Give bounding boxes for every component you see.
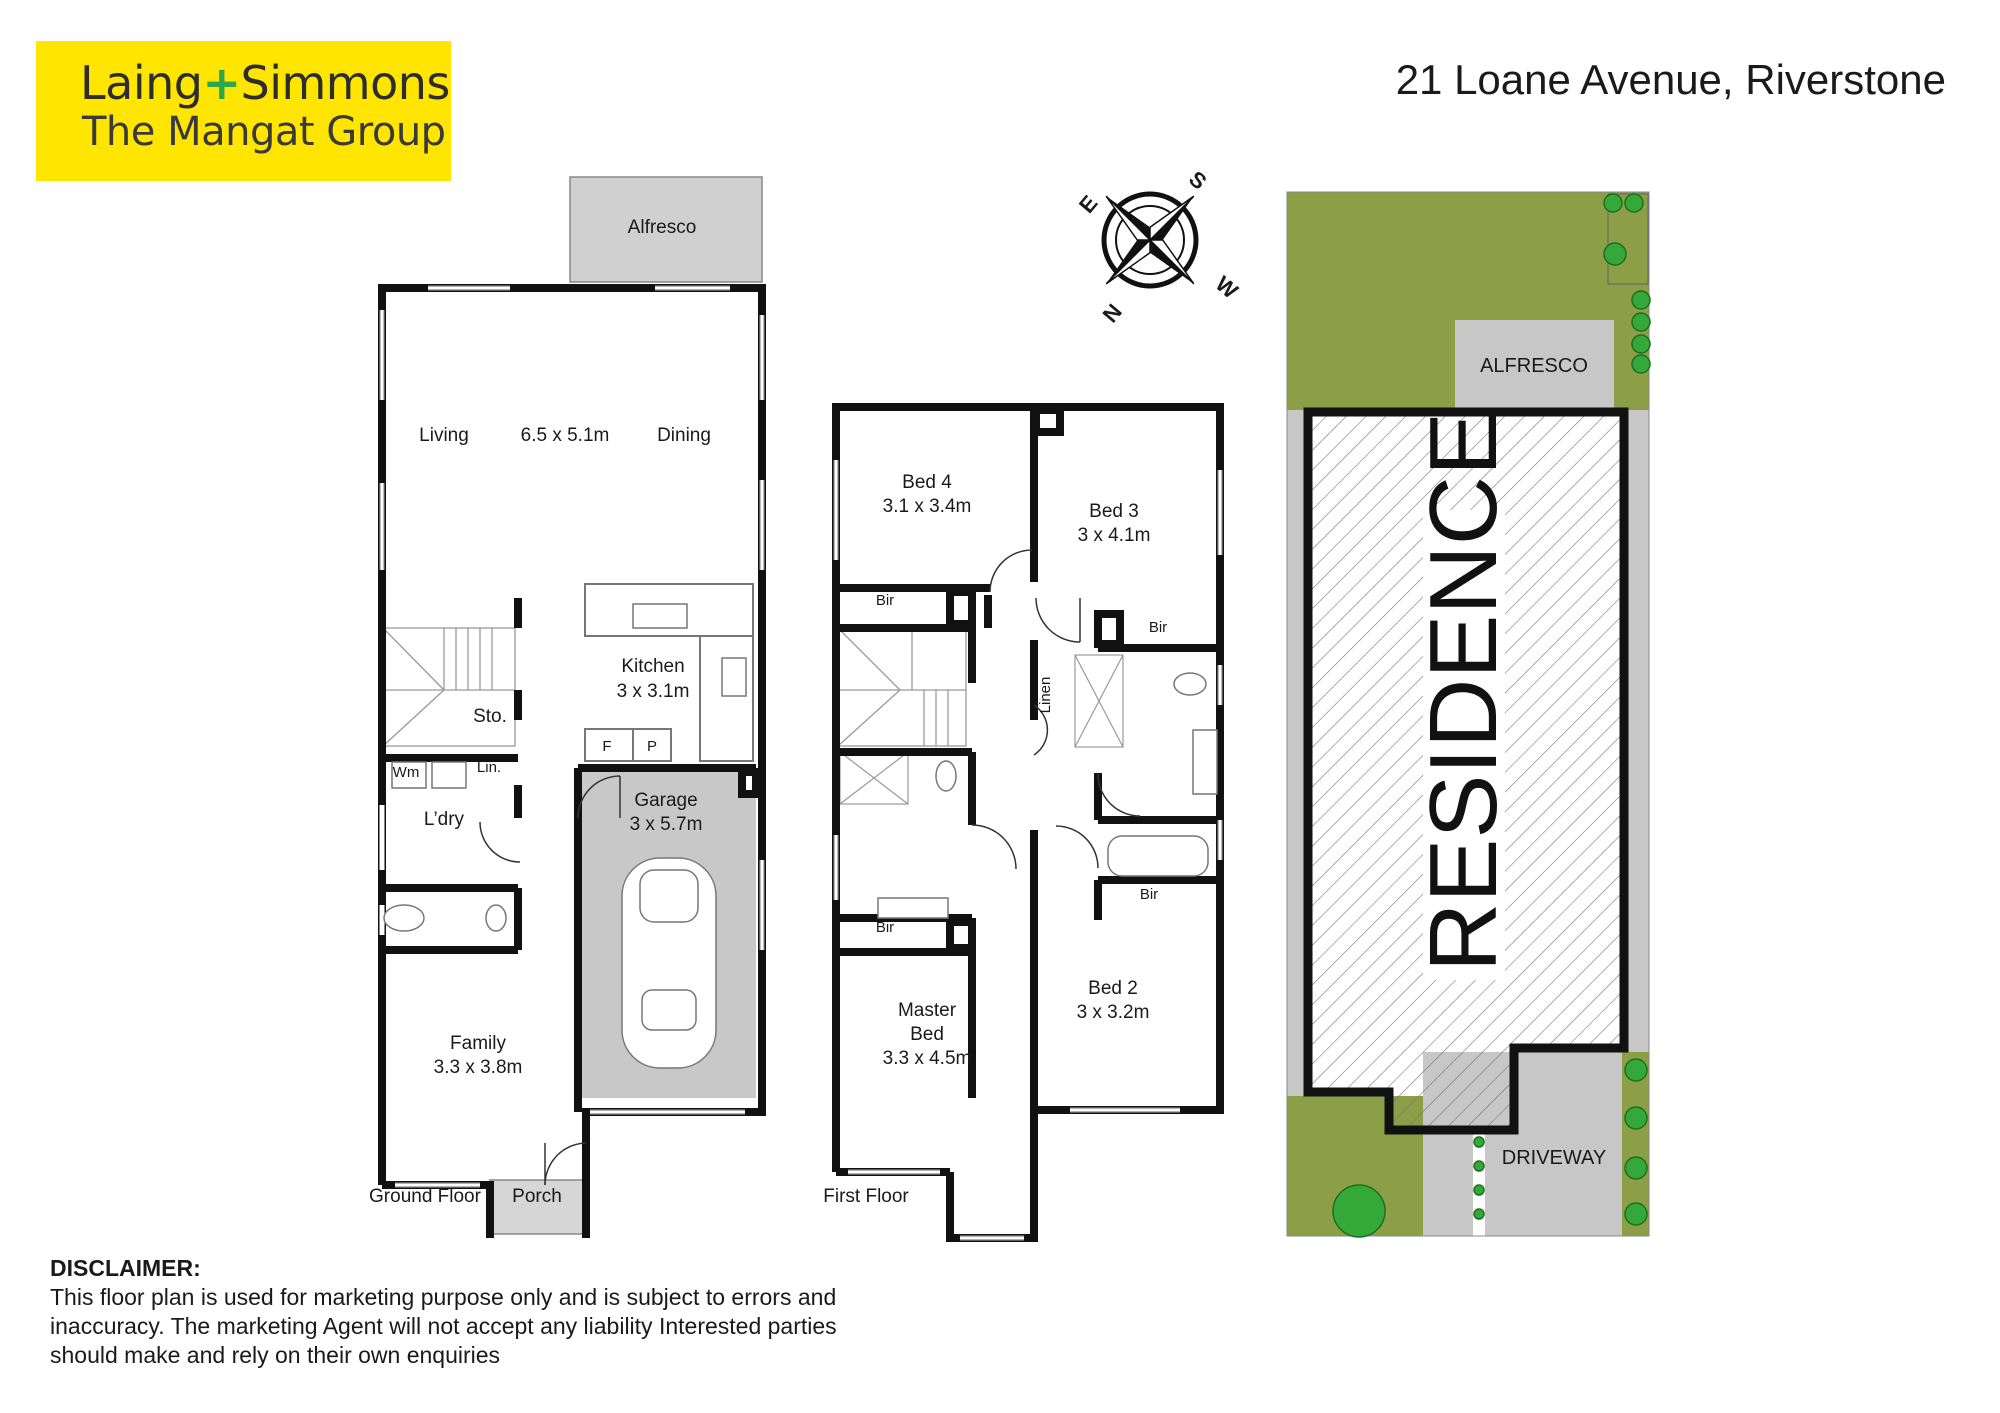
compass-s: S bbox=[1184, 166, 1211, 195]
label-washing-machine: Wm bbox=[393, 764, 420, 781]
compass-n: N bbox=[1098, 299, 1127, 327]
label-kitchen: Kitchen bbox=[621, 656, 684, 677]
cooktop-icon bbox=[721, 657, 747, 697]
label-bir-bed3: Bir bbox=[1149, 619, 1167, 636]
first-window-lines bbox=[833, 460, 1223, 1241]
disclaimer-line-3: should make and rely on their own enquir… bbox=[50, 1342, 501, 1368]
ground-fixtures bbox=[383, 761, 507, 932]
brand-name-laing: Laing bbox=[80, 56, 203, 110]
label-master-1: Master bbox=[898, 1000, 957, 1021]
compass-e: E bbox=[1074, 191, 1103, 218]
sink-icon bbox=[632, 603, 688, 629]
brand-name-simmons: Simmons bbox=[240, 56, 451, 110]
first-floor-plan: Bed 4 3.1 x 3.4m Bed 3 3 x 4.1m Bir Bir … bbox=[823, 403, 1224, 1242]
brand-group-name: The Mangat Group bbox=[82, 109, 446, 155]
disclaimer-line-2: inaccuracy. The marketing Agent will not… bbox=[50, 1313, 837, 1339]
residence-label-box bbox=[1423, 510, 1505, 980]
first-doors bbox=[971, 549, 1141, 870]
label-alfresco: Alfresco bbox=[628, 217, 697, 238]
label-dining: Dining bbox=[657, 425, 711, 446]
ground-floor-plan: Alfresco Living 6.5 x 5.1m Dining Kitche… bbox=[369, 176, 766, 1238]
label-porch: Porch bbox=[512, 1186, 562, 1207]
label-driveway: DRIVEWAY bbox=[1502, 1147, 1606, 1169]
ground-doors bbox=[479, 775, 621, 1186]
compass-icon bbox=[1101, 191, 1199, 289]
label-bed4-dims: 3.1 x 3.4m bbox=[883, 496, 972, 517]
first-fixtures bbox=[877, 672, 1218, 919]
label-pantry: P bbox=[647, 738, 657, 755]
label-bir-master: Bir bbox=[876, 919, 894, 936]
label-first-floor: First Floor bbox=[823, 1186, 909, 1207]
label-master-2: Bed bbox=[910, 1024, 944, 1045]
side-path-left bbox=[1287, 410, 1307, 1096]
label-bed4: Bed 4 bbox=[902, 472, 952, 493]
label-family: Family bbox=[450, 1033, 506, 1054]
compass-w: W bbox=[1211, 271, 1243, 304]
label-bed3: Bed 3 bbox=[1089, 501, 1139, 522]
label-bir-bed4: Bir bbox=[876, 592, 894, 609]
first-floor-walls bbox=[832, 403, 1224, 1242]
label-bed2-dims: 3 x 3.2m bbox=[1077, 1002, 1150, 1023]
stairs-ground bbox=[382, 627, 516, 747]
alfresco-site bbox=[1455, 320, 1614, 410]
label-ground-floor: Ground Floor bbox=[369, 1186, 482, 1207]
kitchen-island bbox=[699, 635, 754, 762]
pantry-space bbox=[632, 728, 672, 762]
disclaimer-line-1: This floor plan is used for marketing pu… bbox=[50, 1284, 837, 1310]
label-living: Living bbox=[419, 425, 469, 446]
brand-plus: + bbox=[202, 56, 241, 110]
site-border bbox=[1286, 191, 1650, 1237]
label-linen: Lin. bbox=[477, 759, 501, 776]
label-garage: Garage bbox=[634, 790, 697, 811]
label-bed2: Bed 2 bbox=[1088, 978, 1138, 999]
label-linen-upper: Linen bbox=[1037, 677, 1054, 714]
label-garage-dims: 3 x 5.7m bbox=[630, 814, 703, 835]
label-kitchen-dims: 3 x 3.1m bbox=[617, 681, 690, 702]
label-storage: Sto. bbox=[473, 706, 507, 727]
ground-window-lines bbox=[379, 285, 765, 1188]
label-living-dims: 6.5 x 5.1m bbox=[521, 425, 610, 446]
label-bir-bed2: Bir bbox=[1140, 886, 1158, 903]
car-icon bbox=[621, 857, 717, 1069]
label-family-dims: 3.3 x 3.8m bbox=[434, 1057, 523, 1078]
label-laundry: L’dry bbox=[424, 809, 465, 830]
label-master-dims: 3.3 x 4.5m bbox=[883, 1048, 972, 1069]
rear-fence-corner bbox=[1607, 193, 1649, 285]
ground-windows bbox=[379, 285, 765, 1188]
first-windows bbox=[833, 460, 1223, 1241]
label-bed3-dims: 3 x 4.1m bbox=[1078, 525, 1151, 546]
label-alfresco-site: ALFRESCO bbox=[1480, 355, 1588, 377]
label-residence: RESIDENCE bbox=[1410, 412, 1517, 972]
tree-icon bbox=[1332, 193, 1651, 1238]
fridge-space bbox=[584, 728, 634, 762]
label-fridge: F bbox=[602, 738, 611, 755]
disclaimer: DISCLAIMER: This floor plan is used for … bbox=[50, 1254, 930, 1370]
brand-logo: Laing+Simmons The Mangat Group bbox=[36, 41, 451, 181]
disclaimer-heading: DISCLAIMER: bbox=[50, 1255, 201, 1281]
site-plan: ALFRESCO RESIDENCE DRIVEWAY bbox=[1286, 191, 1651, 1238]
showers bbox=[839, 654, 1124, 805]
stairs-first bbox=[837, 627, 967, 747]
side-path-right bbox=[1627, 410, 1649, 1052]
alfresco-area bbox=[569, 176, 763, 283]
property-address: 21 Loane Avenue, Riverstone bbox=[1395, 56, 1946, 103]
